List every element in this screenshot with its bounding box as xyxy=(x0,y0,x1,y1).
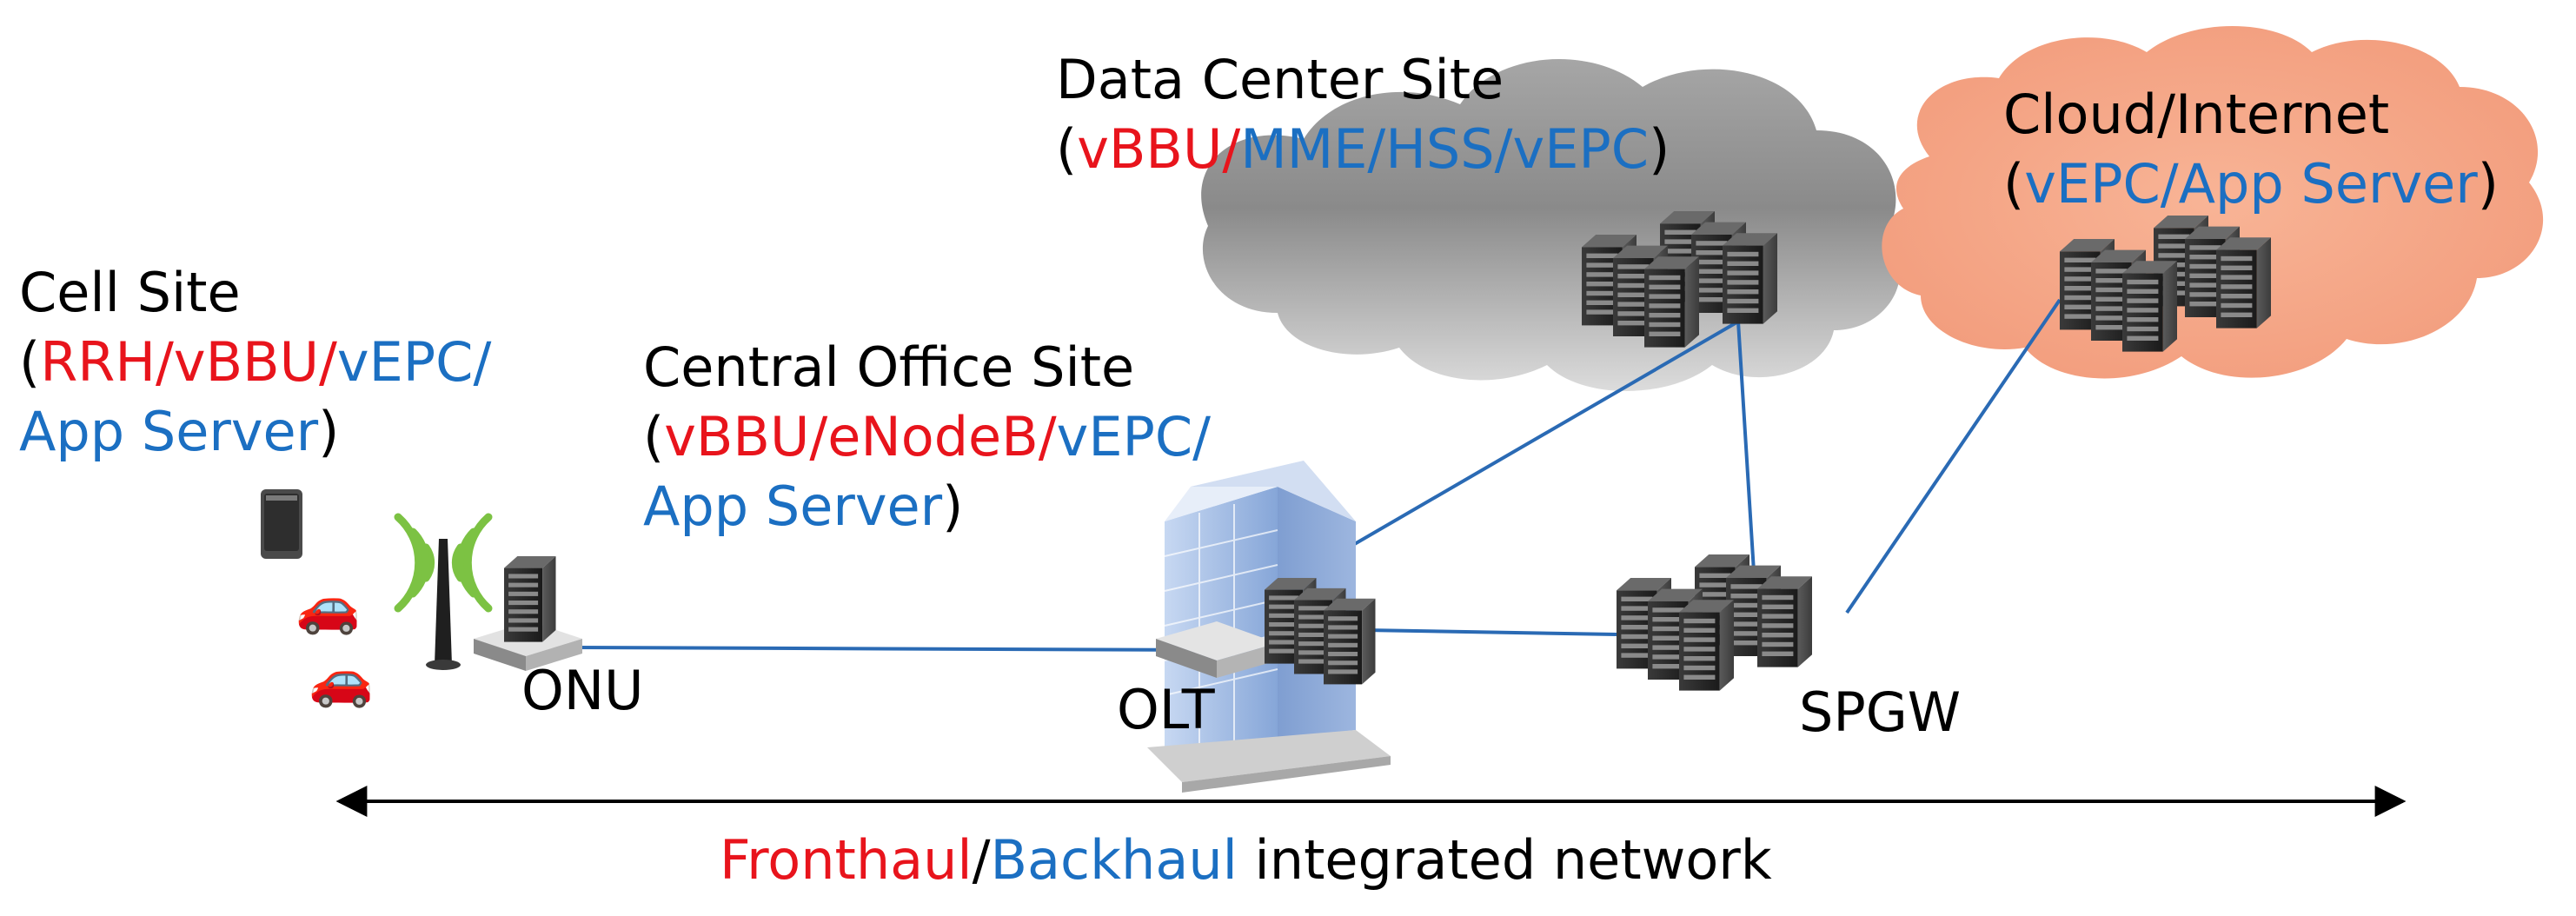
cell-site-title: Cell Site xyxy=(19,261,241,324)
antenna-icon xyxy=(394,513,493,670)
link-datacenter-spgw xyxy=(1736,321,1757,601)
data-center-label: Data Center Site (vBBU/MME/HSS/vEPC) xyxy=(1056,45,1670,184)
internet-cloud xyxy=(1882,26,2544,379)
server-rack-icon xyxy=(1617,554,1812,691)
link-olt-spgw xyxy=(1364,628,1617,636)
link-spgw-cloud xyxy=(1845,298,2061,614)
cloud-internet-title: Cloud/Internet xyxy=(2003,83,2390,146)
cell-site-label: Cell Site (RRH/vBBU/vEPC/ App Server) xyxy=(19,258,491,467)
onu-label: ONU xyxy=(521,659,644,722)
car-icon: 🚗 xyxy=(295,576,361,637)
spgw-label: SPGW xyxy=(1799,680,1962,744)
link-onu-olt xyxy=(573,646,1218,652)
smartphone-icon xyxy=(261,489,302,559)
central-office-label: Central Office Site (vBBU/eNodeB/vEPC/ A… xyxy=(643,333,1211,541)
link-olt-datacenter xyxy=(1302,320,1740,575)
network-caption: Fronthaul/Backhaul integrated network xyxy=(720,828,1772,892)
central-office-title: Central Office Site xyxy=(643,335,1135,399)
cloud-internet-label: Cloud/Internet (vEPC/App Server) xyxy=(2003,80,2499,219)
server-rack-icon xyxy=(504,556,556,642)
data-center-title: Data Center Site xyxy=(1056,48,1504,111)
olt-label: OLT xyxy=(1117,678,1215,741)
olt-switch-icon xyxy=(1156,621,1278,678)
links xyxy=(573,298,2061,652)
car-icon: 🚗 xyxy=(309,649,374,710)
